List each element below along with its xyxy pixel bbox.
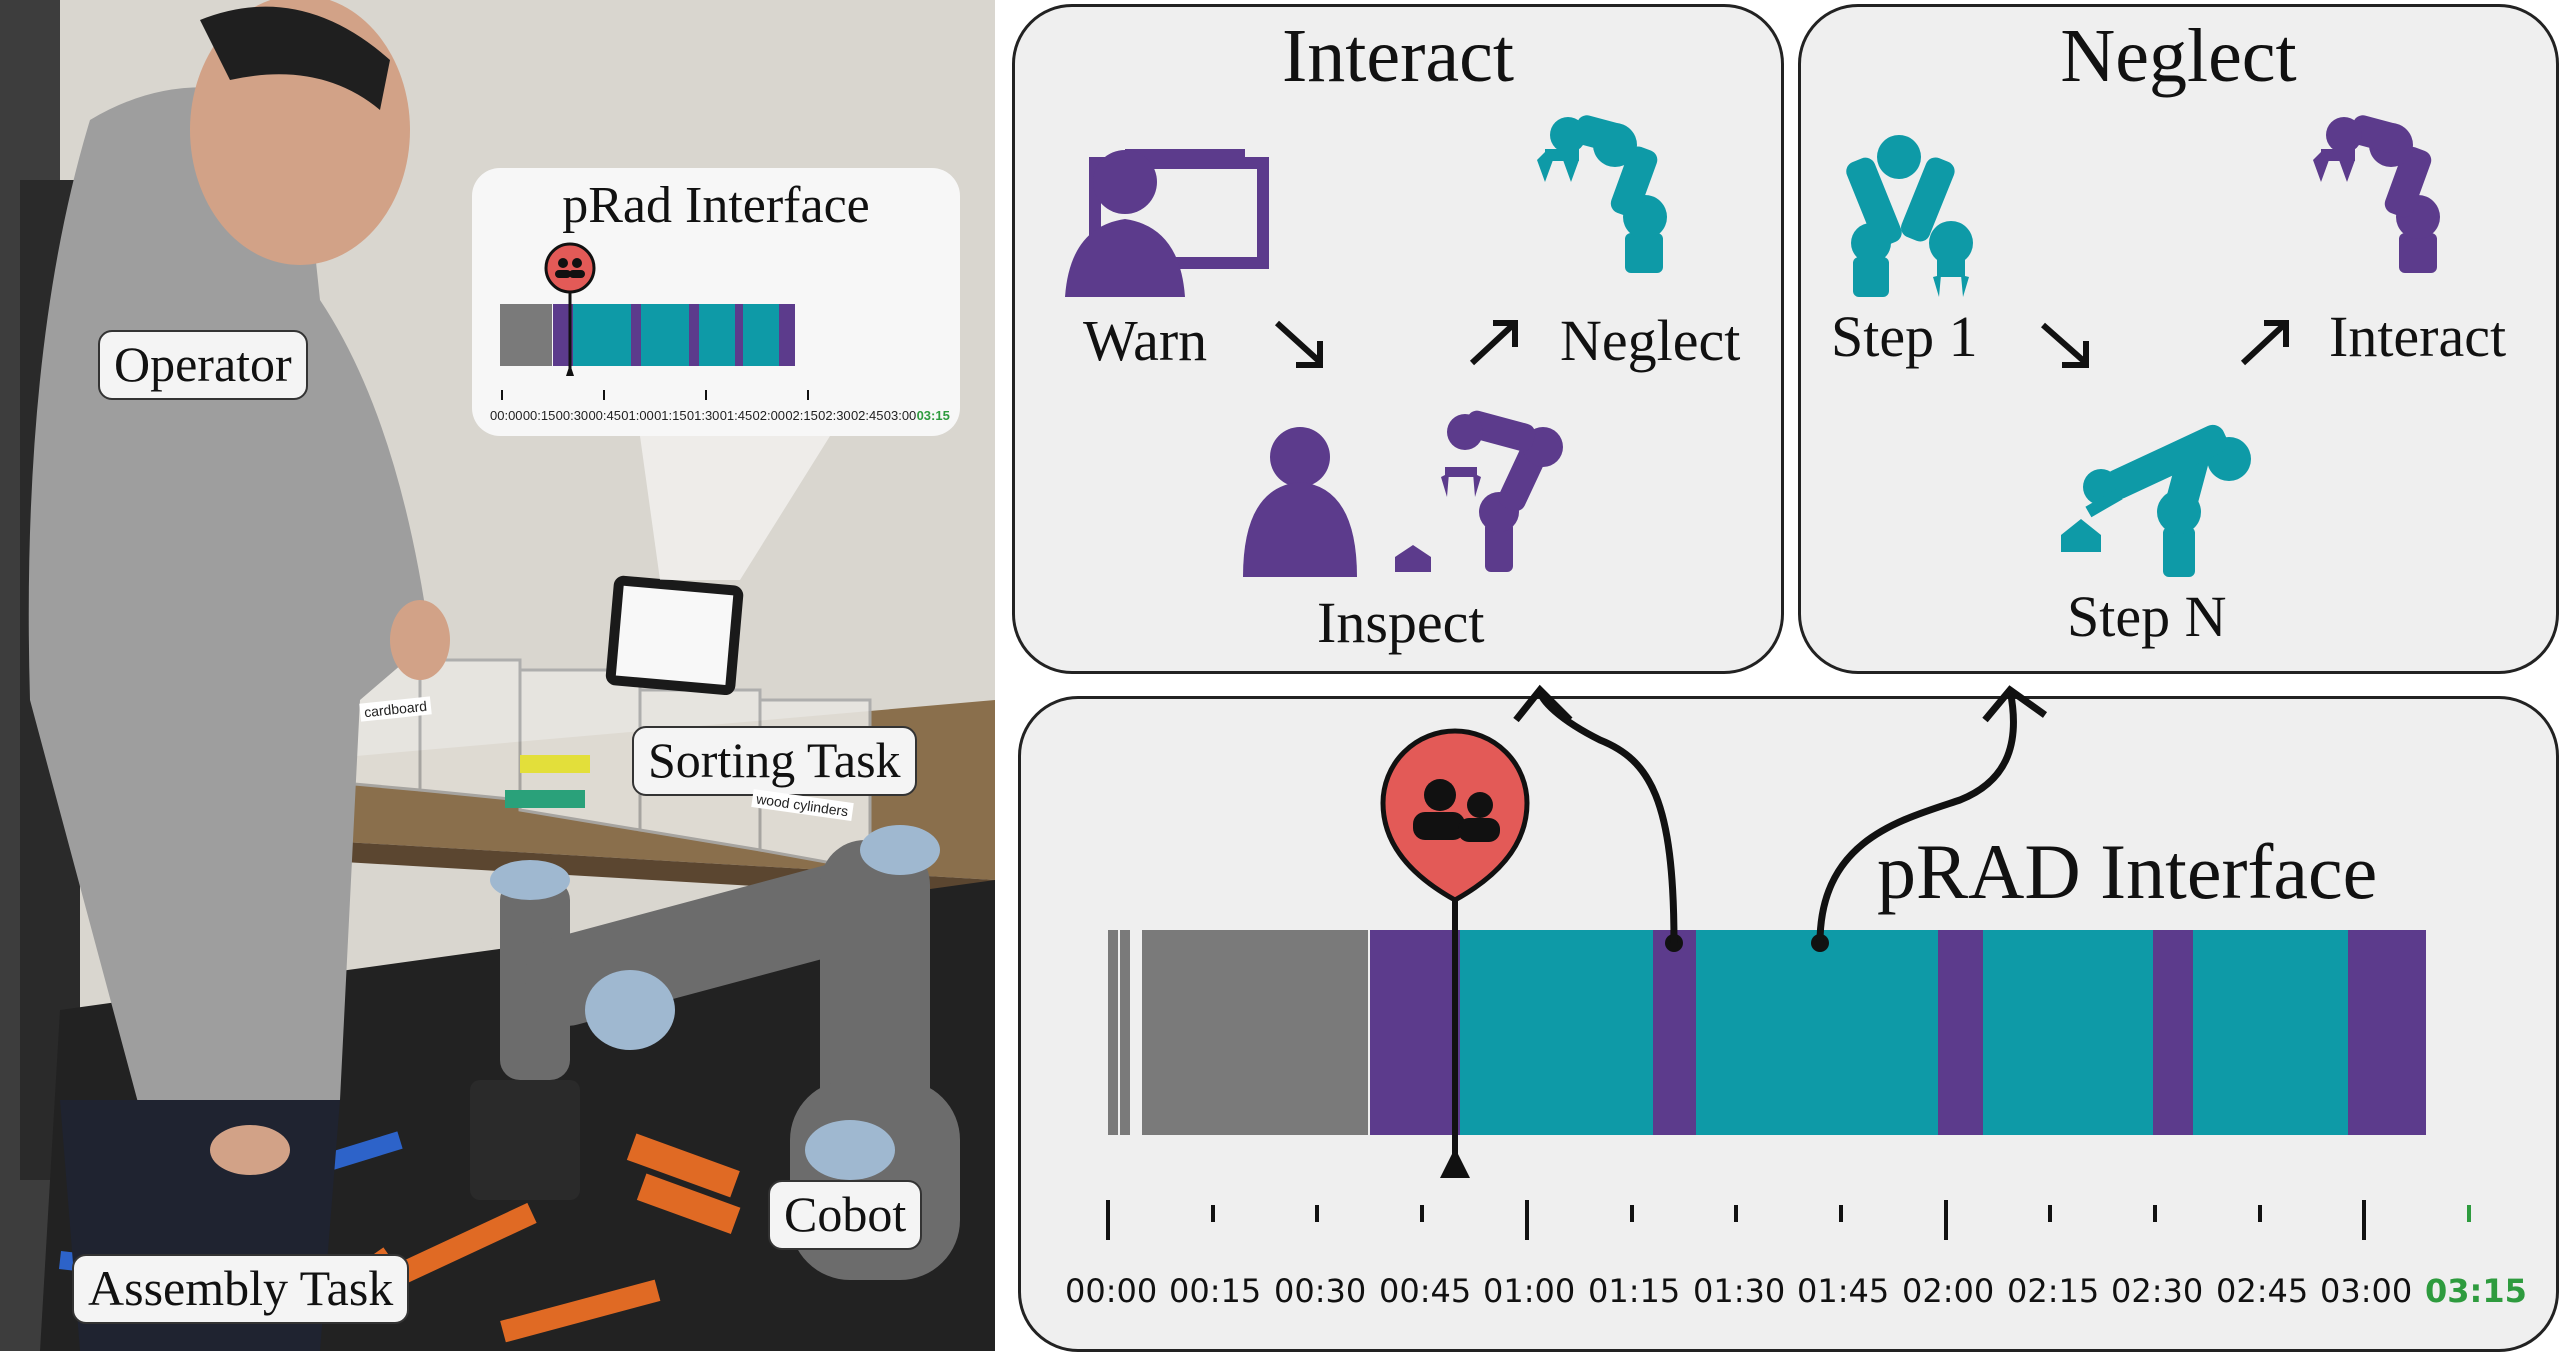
interact-panel: Interact [1012, 4, 1784, 674]
arrow-icon [2041, 320, 2289, 368]
assembly-task-label: Assembly Task [72, 1254, 410, 1324]
operator-label: Operator [98, 330, 308, 400]
interact-label: Interact [2329, 304, 2507, 369]
robot-arm-icon [1846, 135, 1973, 297]
mini-alert-icon [544, 242, 596, 294]
tick-label-current: 03:15 [2425, 1272, 2527, 1310]
people-group-icon [1413, 779, 1500, 842]
arrow-icon [1274, 320, 1518, 368]
inspect-label: Inspect [1317, 590, 1485, 655]
playhead-marker [1380, 728, 1530, 1178]
lab-photo: pRad Interface 00:00 00:15 00:30 [0, 0, 995, 1351]
mini-tick: 02:00 [752, 408, 786, 423]
mini-interface-title: pRad Interface [562, 177, 870, 234]
interact-flow-graphic [1065, 115, 1667, 577]
mini-tick: 00:15 [522, 408, 556, 423]
tick-label: 01:45 [1797, 1272, 1890, 1310]
robot-arm-icon [1395, 410, 1563, 572]
stepn-label: Step N [2067, 584, 2227, 649]
mini-tick: 01:45 [719, 408, 753, 423]
warn-label: Warn [1083, 308, 1208, 373]
cobot-label: Cobot [768, 1180, 923, 1250]
robot-arm-icon [2061, 424, 2251, 577]
neglect-panel: Neglect [1798, 4, 2559, 674]
tick-label: 02:15 [2007, 1272, 2100, 1310]
tick-label: 01:30 [1693, 1272, 1786, 1310]
neglect-flow-graphic [1846, 115, 2440, 577]
mini-tick-current: 03:15 [916, 408, 950, 423]
tick-label: 02:00 [1902, 1272, 1995, 1310]
robot-arm-icon [1537, 115, 1667, 273]
warning-person-icon [1065, 149, 1269, 297]
timeline-axis [1106, 1200, 2471, 1240]
mini-tick: 01:15 [654, 408, 687, 423]
neglect-title: Neglect [2060, 14, 2297, 98]
tick-label: 02:30 [2111, 1272, 2204, 1310]
interact-title: Interact [1281, 14, 1515, 98]
tick-label: 02:45 [2216, 1272, 2309, 1310]
mini-tick: 00:45 [588, 408, 621, 423]
timeline-bar [1108, 930, 2426, 1135]
mini-tick-row: 00:00 00:15 00:30 00:45 01:00 01:15 01:3… [490, 408, 950, 423]
robot-arm-icon [2313, 115, 2440, 273]
prad-title: pRAD Interface [1877, 828, 2378, 915]
connector-arrow [1513, 684, 2048, 952]
mini-prad-interface: pRad Interface 00:00 00:15 00:30 [472, 168, 960, 436]
tick-label: 01:15 [1588, 1272, 1681, 1310]
mini-tick: 02:15 [785, 408, 818, 423]
person-icon [1243, 427, 1357, 577]
mini-tick: 01:00 [621, 408, 654, 423]
mini-tick: 01:30 [686, 408, 720, 423]
tick-label: 00:15 [1169, 1272, 1262, 1310]
tick-label: 00:45 [1379, 1272, 1472, 1310]
mini-tick: 00:30 [555, 408, 589, 423]
sorting-task-label: Sorting Task [632, 726, 917, 796]
mini-tick: 02:30 [818, 408, 851, 423]
mini-tick: 02:45 [850, 408, 884, 423]
mini-tick: 00:00 [490, 408, 523, 423]
step1-label: Step 1 [1831, 304, 1978, 369]
neglect-label: Neglect [1560, 308, 1741, 373]
mini-tick: 03:00 [883, 408, 917, 423]
tick-label: 00:30 [1274, 1272, 1367, 1310]
tick-label: 00:00 [1065, 1272, 1158, 1310]
tick-label: 03:00 [2320, 1272, 2413, 1310]
tick-label: 01:00 [1483, 1272, 1576, 1310]
timeline-tick-labels: 00:00 00:15 00:30 00:45 01:00 01:15 01:3… [1065, 1272, 2527, 1312]
mini-timeline-graphic [500, 242, 809, 400]
